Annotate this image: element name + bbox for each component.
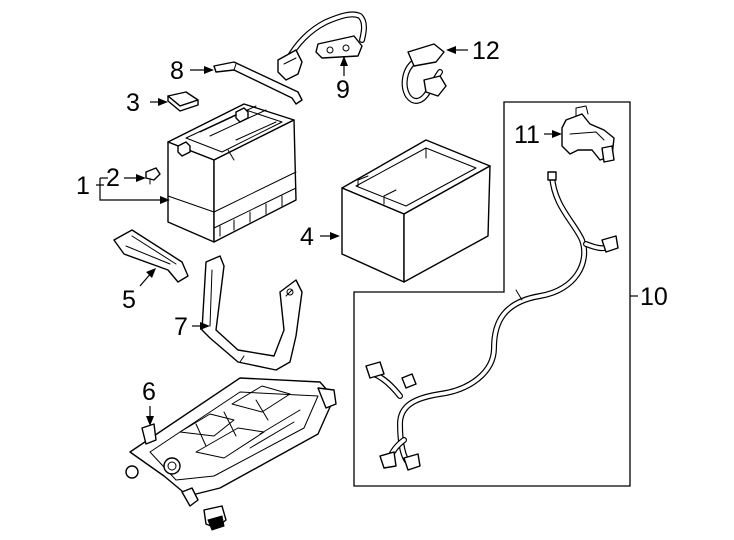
callout-11: 11 [514,121,540,149]
callout-10: 10 [640,283,668,311]
callout-6: 6 [142,378,156,406]
callout-2: 2 [106,164,120,192]
callout-12: 12 [472,37,500,65]
part-10-wiring-harness [365,171,619,471]
callout-labels: 1 2 3 4 5 6 7 8 9 10 11 12 [76,37,668,406]
callout-9: 9 [336,76,350,104]
callout-3: 3 [126,89,140,117]
leader-lines [96,46,638,426]
part-9-positive-cable [277,11,367,81]
part-10-harness-box [353,101,631,487]
callout-7: 7 [174,313,188,341]
callout-8: 8 [170,57,184,85]
callout-5: 5 [122,286,136,314]
part-2-vent-plug [145,167,161,185]
part-12-ground-cable [401,43,447,104]
part-8-hold-down-bracket [213,61,303,105]
part-1-battery [167,103,297,243]
callout-1: 1 [76,172,90,200]
part-11-relay-bracket [561,105,615,163]
part-6-battery-tray [125,377,337,531]
callout-4: 4 [300,223,314,251]
part-3-terminal-cover [167,91,199,112]
part-5-support-bracket [113,229,189,283]
part-4-battery-box [341,139,491,283]
part-7-hold-down-strap [201,255,303,371]
